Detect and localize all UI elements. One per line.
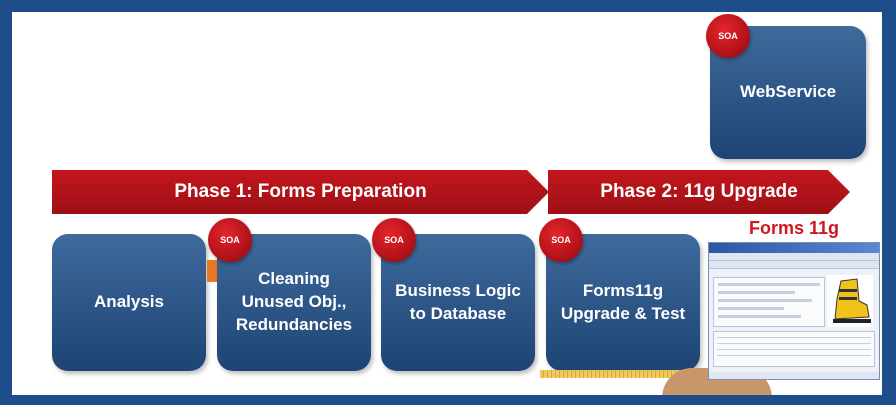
- forms11g-title: Forms 11g: [748, 218, 840, 238]
- slide-title-fragment: [342, 12, 572, 18]
- screenshot-titlebar: [709, 243, 879, 253]
- soa-badge-label: SOA: [220, 235, 240, 245]
- ski-boot-image: [827, 275, 873, 327]
- slide-canvas: WebService SOA Phase 1: Forms Preparatio…: [12, 12, 882, 395]
- soa-badge-business-logic: SOA: [372, 218, 416, 262]
- forms11g-screenshot: [708, 242, 880, 380]
- business-logic-label-line-2: to Database: [409, 303, 507, 323]
- soa-badge-webservice: SOA: [706, 14, 750, 58]
- soa-badge-label: SOA: [384, 235, 404, 245]
- phase-1-arrow: Phase 1: Forms Preparation: [52, 170, 549, 214]
- screenshot-toolbar-2: [709, 261, 879, 269]
- forms11g-upgrade-box: Forms11g Upgrade & Test: [546, 234, 700, 371]
- screenshot-statusbar: [709, 372, 879, 379]
- business-logic-label-line-1: Business Logic: [395, 280, 521, 300]
- phase-2-label: Phase 2: 11g Upgrade: [600, 181, 798, 202]
- cleaning-label-line-3: Redundancies: [235, 314, 353, 334]
- analysis-box: Analysis: [52, 234, 206, 371]
- analysis-label: Analysis: [94, 292, 164, 312]
- forms11g-label-line-1: Forms11g: [582, 280, 664, 300]
- screenshot-table: [713, 331, 875, 367]
- screenshot-toolbar: [709, 253, 879, 261]
- screenshot-form-panel: [713, 277, 825, 327]
- soa-badge-cleaning: SOA: [208, 218, 252, 262]
- orange-tab-decoration: [207, 260, 219, 282]
- phase-1-label: Phase 1: Forms Preparation: [174, 181, 427, 202]
- soa-badge-label: SOA: [718, 31, 738, 41]
- webservice-label: WebService: [739, 82, 837, 102]
- cleaning-label-line-1: Cleaning: [258, 269, 330, 289]
- cleaning-label-line-2: Unused Obj.,: [241, 292, 347, 312]
- phase-2-arrow: Phase 2: 11g Upgrade: [548, 170, 850, 214]
- soa-badge-forms11g: SOA: [539, 218, 583, 262]
- soa-badge-label: SOA: [551, 235, 571, 245]
- forms11g-label-line-2: Upgrade & Test: [560, 303, 686, 323]
